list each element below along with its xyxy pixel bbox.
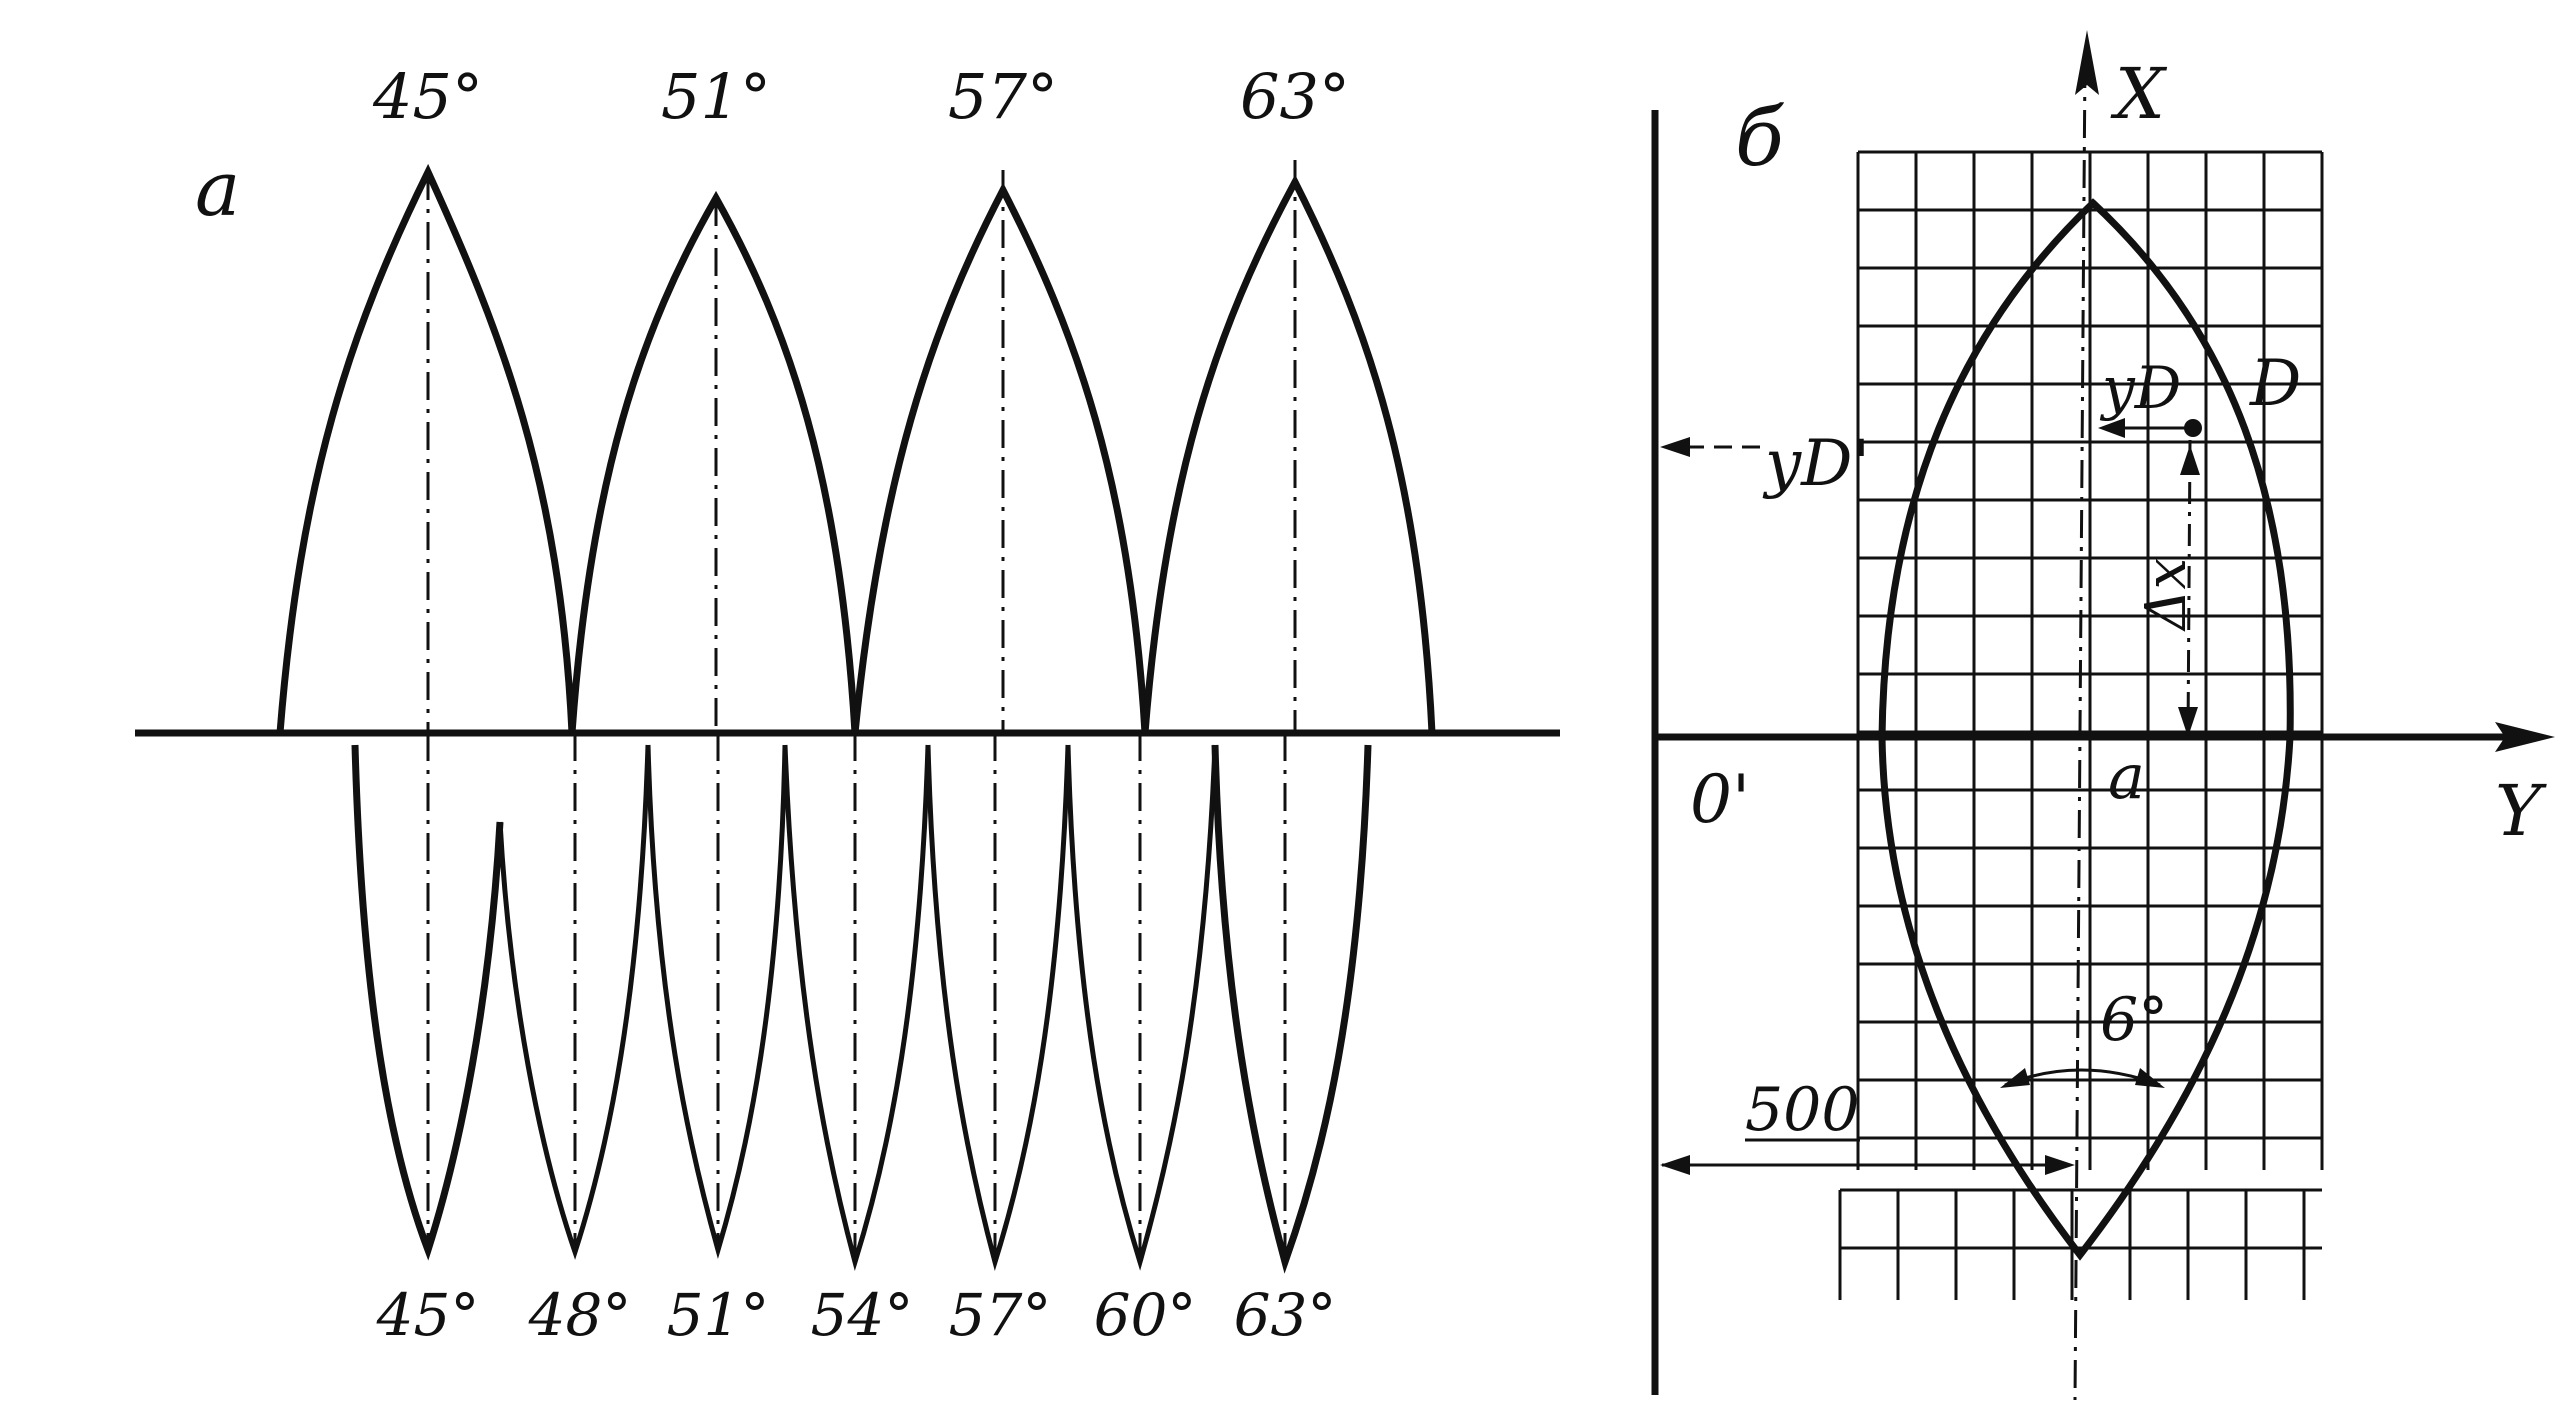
bottom-gore-45 bbox=[351, 733, 504, 1261]
bottom-gore-label-57: 57° bbox=[949, 1281, 1052, 1349]
angle-label: 6° bbox=[2100, 985, 2168, 1055]
angle-arrowhead-left bbox=[2000, 1068, 2030, 1088]
top-gore-45 bbox=[276, 163, 576, 734]
bottom-gore-48 bbox=[497, 733, 651, 1260]
dx-label: Δx bbox=[2134, 558, 2199, 632]
top-gore-label-63: 63° bbox=[1240, 60, 1350, 133]
bottom-gore-label-45: 45° bbox=[376, 1281, 480, 1349]
top-gore-label-45: 45° bbox=[372, 60, 483, 133]
x-axis-label: X bbox=[2110, 53, 2168, 135]
yd-arrowhead bbox=[2098, 418, 2125, 438]
center-label: a bbox=[2108, 740, 2145, 813]
panel-a: a 45° 51° 57° 63° bbox=[135, 60, 1560, 1349]
top-gore-57 bbox=[851, 170, 1149, 734]
bottom-gore-label-54: 54° bbox=[811, 1281, 914, 1349]
panel-a-label: a bbox=[195, 144, 240, 233]
x-axis-arrowhead bbox=[2075, 30, 2099, 95]
origin-label: 0' bbox=[1690, 761, 1750, 838]
distance-arrowhead-left bbox=[1660, 1155, 1690, 1175]
bottom-gore-label-51: 51° bbox=[667, 1281, 770, 1349]
bottom-gore-label-60: 60° bbox=[1094, 1281, 1197, 1349]
x-axis bbox=[2073, 59, 2087, 1401]
bottom-gore-57 bbox=[925, 733, 1071, 1271]
top-gore-51 bbox=[568, 190, 859, 734]
y-axis-arrowhead bbox=[2495, 722, 2555, 752]
bottom-gore-60 bbox=[1065, 733, 1218, 1271]
yd-label: yD bbox=[2099, 354, 2181, 422]
gore-outline bbox=[1878, 198, 2294, 1261]
top-gore-label-57: 57° bbox=[948, 60, 1058, 133]
distance-label: 500 bbox=[1745, 1075, 1860, 1145]
yd-prime-arrowhead bbox=[1660, 437, 1690, 457]
dx-arrowhead-bottom bbox=[2178, 707, 2198, 737]
point-d-label: D bbox=[2249, 347, 2301, 421]
yd-prime-label: yD' bbox=[1762, 427, 1870, 501]
angle-arrowhead-right bbox=[2135, 1068, 2165, 1088]
bottom-gore-54 bbox=[782, 733, 931, 1271]
panel-b-label: б bbox=[1735, 91, 1785, 184]
top-gore-label-51: 51° bbox=[661, 60, 771, 133]
distance-arrowhead-right bbox=[2045, 1155, 2075, 1175]
top-gore-63 bbox=[1141, 160, 1436, 734]
dx-arrow-line bbox=[2186, 439, 2192, 738]
panel-b: б Y X 0' a D yD Δx yD' bbox=[1651, 30, 2555, 1401]
y-axis-label: Y bbox=[2495, 770, 2547, 852]
dx-arrowhead-top bbox=[2180, 445, 2200, 475]
bottom-gore-63 bbox=[1211, 733, 1372, 1274]
bottom-gore-label-63: 63° bbox=[1234, 1281, 1337, 1349]
panel-b-grid bbox=[1838, 150, 2324, 1300]
bottom-gore-51 bbox=[645, 733, 788, 1259]
bottom-gore-label-48: 48° bbox=[528, 1281, 632, 1349]
